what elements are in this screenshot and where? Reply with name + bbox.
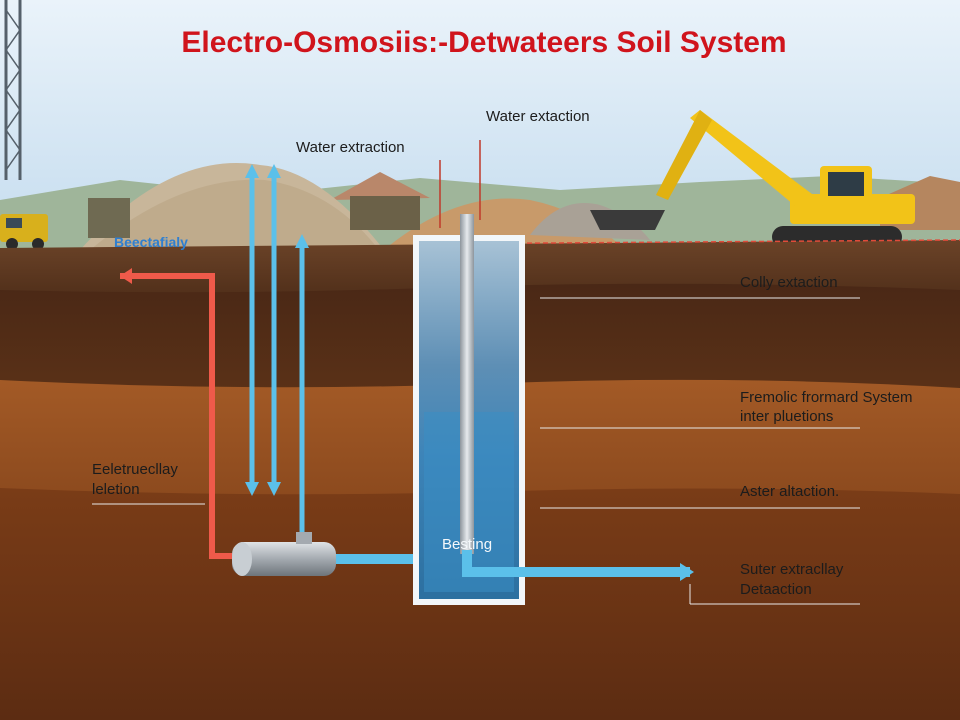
diagram-title: Electro-Osmosiis:-Detwateers Soil System bbox=[181, 26, 786, 59]
gravel-pile-shade bbox=[90, 179, 375, 250]
pump-valve-icon bbox=[232, 532, 336, 576]
drill-tower-icon bbox=[4, 0, 22, 180]
gravel-pile-small bbox=[530, 203, 650, 240]
label-suter-line2: Detaaction bbox=[740, 581, 812, 598]
machine-left bbox=[88, 198, 130, 238]
label-electro-line2: leletion bbox=[92, 481, 140, 498]
label-electro-line1: Eeletruecllay bbox=[92, 461, 178, 478]
discharge-pipe bbox=[462, 550, 690, 577]
red-electrode-pipe bbox=[120, 273, 240, 559]
blue-arrow-heads bbox=[245, 164, 309, 496]
hill-peak bbox=[330, 172, 430, 200]
label-system-line2: inter pluetions bbox=[740, 408, 833, 425]
well-riser-pipe bbox=[460, 214, 474, 554]
label-water-extraction-left: Water extraction bbox=[296, 139, 405, 156]
excavator-icon bbox=[590, 110, 915, 248]
red-arrow-head bbox=[120, 268, 132, 284]
leader-lines bbox=[92, 297, 860, 605]
label-aster: Aster altaction. bbox=[740, 483, 839, 500]
label-system-line1: Fremolic frormard System bbox=[740, 389, 913, 406]
label-surface: Beectafialy bbox=[114, 234, 188, 250]
label-besting: Besting bbox=[442, 536, 492, 553]
blue-pipes bbox=[249, 170, 305, 540]
truck-icon bbox=[0, 214, 48, 250]
label-water-extraction-top: Water extaction bbox=[486, 108, 590, 125]
hut bbox=[350, 196, 420, 230]
discharge-arrow bbox=[680, 563, 694, 581]
label-suter-line1: Suter extracllay bbox=[740, 561, 844, 578]
label-colly-extraction: Colly extaction bbox=[740, 274, 838, 291]
